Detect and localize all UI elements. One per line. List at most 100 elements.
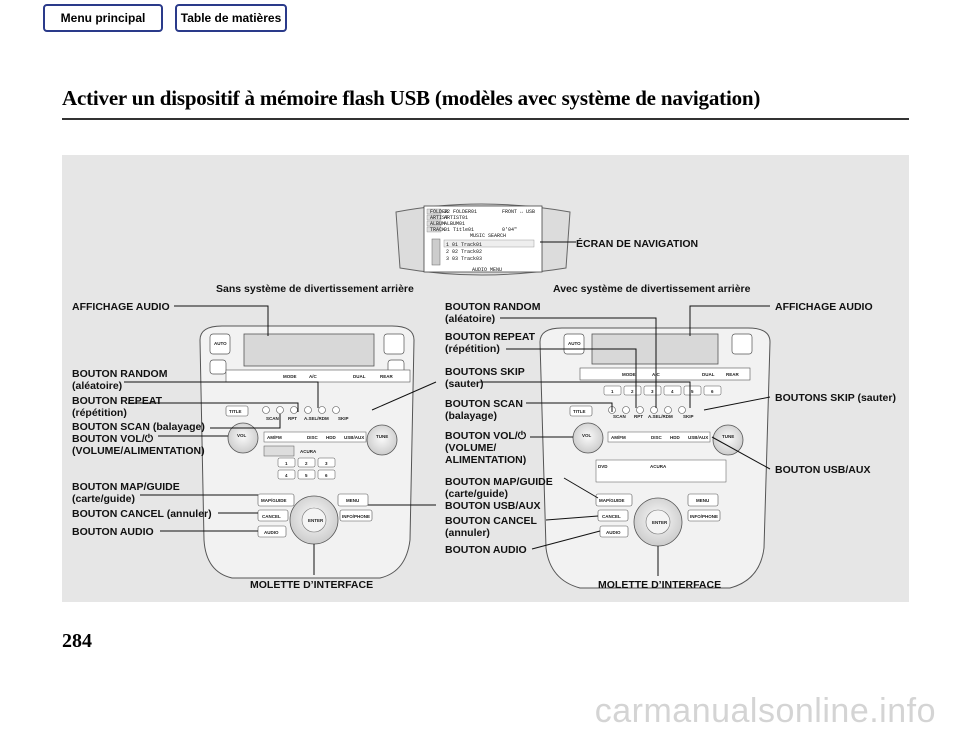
screen-track-item: 2 02 Track02 <box>446 249 482 255</box>
svg-text:VOL: VOL <box>582 433 592 438</box>
softkey-button <box>664 406 672 414</box>
svg-text:RPT: RPT <box>634 414 643 419</box>
svg-text:REAR: REAR <box>380 374 394 379</box>
screen-row-tag <box>426 226 442 233</box>
leader-lines <box>124 241 771 576</box>
preset-number: 1 <box>611 389 614 394</box>
screen-track-item: 3 03 Track03 <box>446 256 482 262</box>
label-mid-usb-aux: BOUTON USB/AUX <box>445 500 541 512</box>
preset-number: 1 <box>285 461 288 466</box>
svg-text:AUDIO: AUDIO <box>264 530 279 535</box>
svg-text:MAP/GUIDE: MAP/GUIDE <box>261 498 287 503</box>
svg-text:ACURA: ACURA <box>300 449 317 454</box>
svg-text:A.SEL/RDM: A.SEL/RDM <box>648 414 673 419</box>
screen-row-tag-label: ALBUM <box>430 221 445 227</box>
svg-text:AM/FM: AM/FM <box>611 435 626 440</box>
svg-text:CANCEL: CANCEL <box>602 514 621 519</box>
svg-text:INFO/PHONE: INFO/PHONE <box>690 514 718 519</box>
left-vol-knob <box>227 422 259 454</box>
preset-number: 5 <box>691 389 694 394</box>
screen-row-text: 22 FOLDER01 <box>444 209 477 215</box>
screen-row-tag-label: TRACK <box>430 227 445 233</box>
caption-with-rear-entertainment: Avec système de divertissement arrière <box>553 283 751 295</box>
preset-button <box>703 385 722 396</box>
svg-text:USB/AUX: USB/AUX <box>688 435 708 440</box>
preset-button <box>277 469 296 480</box>
label-left-scan: BOUTON SCAN (balayage) <box>72 421 205 433</box>
screen-track-item: 1 01 Track01 <box>446 242 482 248</box>
svg-text:MENU: MENU <box>346 498 359 503</box>
svg-text:RPT: RPT <box>288 416 297 421</box>
softkey-button <box>318 406 326 414</box>
svg-text:HDD: HDD <box>326 435 336 440</box>
label-right-usb-aux: BOUTON USB/AUX <box>775 464 871 476</box>
svg-text:MODE: MODE <box>622 372 636 377</box>
svg-text:REAR: REAR <box>726 372 740 377</box>
svg-text:TITLE: TITLE <box>573 409 586 414</box>
preset-number: 6 <box>325 473 328 478</box>
preset-number: 3 <box>325 461 328 466</box>
screen-row-text: ALBUM01 <box>444 221 465 227</box>
page-title: Activer un dispositif à mémoire flash US… <box>62 86 761 110</box>
screen-row-tag-label: FOLDER <box>430 209 448 215</box>
right-vol-knob <box>572 422 604 454</box>
screen-row-extra: FRONT ↔ USB <box>502 209 535 215</box>
screen-search-label: MUSIC SEARCH <box>470 233 506 239</box>
preset-button <box>277 457 296 468</box>
label-right-audio-display: AFFICHAGE AUDIO <box>775 301 873 313</box>
svg-text:TUNE: TUNE <box>722 434 734 439</box>
preset-button <box>297 469 316 480</box>
label-mid-repeat: BOUTON REPEAT(répétition) <box>445 331 536 355</box>
label-mid-map-guide: BOUTON MAP/GUIDE(carte/guide) <box>445 476 553 500</box>
preset-number: 4 <box>285 473 288 478</box>
label-mid-random: BOUTON RANDOM(aléatoire) <box>445 301 541 325</box>
screen-row-tag <box>426 214 442 221</box>
table-of-contents-button[interactable]: Table de matières <box>175 4 287 32</box>
preset-button <box>663 385 682 396</box>
label-navigation-screen: ÉCRAN DE NAVIGATION <box>576 238 699 250</box>
screen-menu-label: AUDIO MENU <box>472 267 502 273</box>
svg-text:AUTO: AUTO <box>214 341 227 346</box>
preset-button <box>643 385 662 396</box>
svg-text:MAP/GUIDE: MAP/GUIDE <box>599 498 625 503</box>
svg-text:MODE: MODE <box>283 374 297 379</box>
left-audio-display <box>243 333 375 367</box>
svg-text:SCAN: SCAN <box>266 416 279 421</box>
svg-text:DISC: DISC <box>307 435 319 440</box>
softkey-button <box>290 406 298 414</box>
softkey-button <box>622 406 630 414</box>
svg-text:INFO/PHONE: INFO/PHONE <box>342 514 370 519</box>
screen-row-tag-label: ARTIST <box>430 215 448 221</box>
preset-button <box>603 385 622 396</box>
label-mid-scan: BOUTON SCAN(balayage) <box>445 398 523 422</box>
screen-row-tag <box>426 208 442 215</box>
svg-text:ENTER: ENTER <box>308 518 324 523</box>
svg-text:USB/AUX: USB/AUX <box>344 435 364 440</box>
preset-button <box>623 385 642 396</box>
label-left-audio: BOUTON AUDIO <box>72 526 154 538</box>
label-left-cancel: BOUTON CANCEL (annuler) <box>72 508 212 520</box>
softkey-button <box>276 406 284 414</box>
label-mid-vol: BOUTON VOL/⏻(VOLUME/ALIMENTATION) <box>445 430 527 466</box>
softkey-button <box>636 406 644 414</box>
softkey-button <box>262 406 270 414</box>
svg-text:TUNE: TUNE <box>376 434 388 439</box>
main-menu-button[interactable]: Menu principal <box>43 4 163 32</box>
label-mid-cancel: BOUTON CANCEL(annuler) <box>445 515 537 539</box>
label-left-random: BOUTON RANDOM(aléatoire) <box>72 368 168 392</box>
label-left-repeat: BOUTON REPEAT(répétition) <box>72 395 163 419</box>
svg-text:DUAL: DUAL <box>353 374 366 379</box>
screen-row-text: 01 Title01 <box>444 227 474 233</box>
preset-button <box>317 469 336 480</box>
svg-text:VOL: VOL <box>237 433 247 438</box>
svg-text:SKIP: SKIP <box>683 414 694 419</box>
svg-text:TITLE: TITLE <box>229 409 242 414</box>
preset-button <box>297 457 316 468</box>
svg-text:HDD: HDD <box>670 435 680 440</box>
softkey-button <box>650 406 658 414</box>
caption-without-rear-entertainment: Sans système de divertissement arrière <box>216 283 414 295</box>
preset-button <box>317 457 336 468</box>
